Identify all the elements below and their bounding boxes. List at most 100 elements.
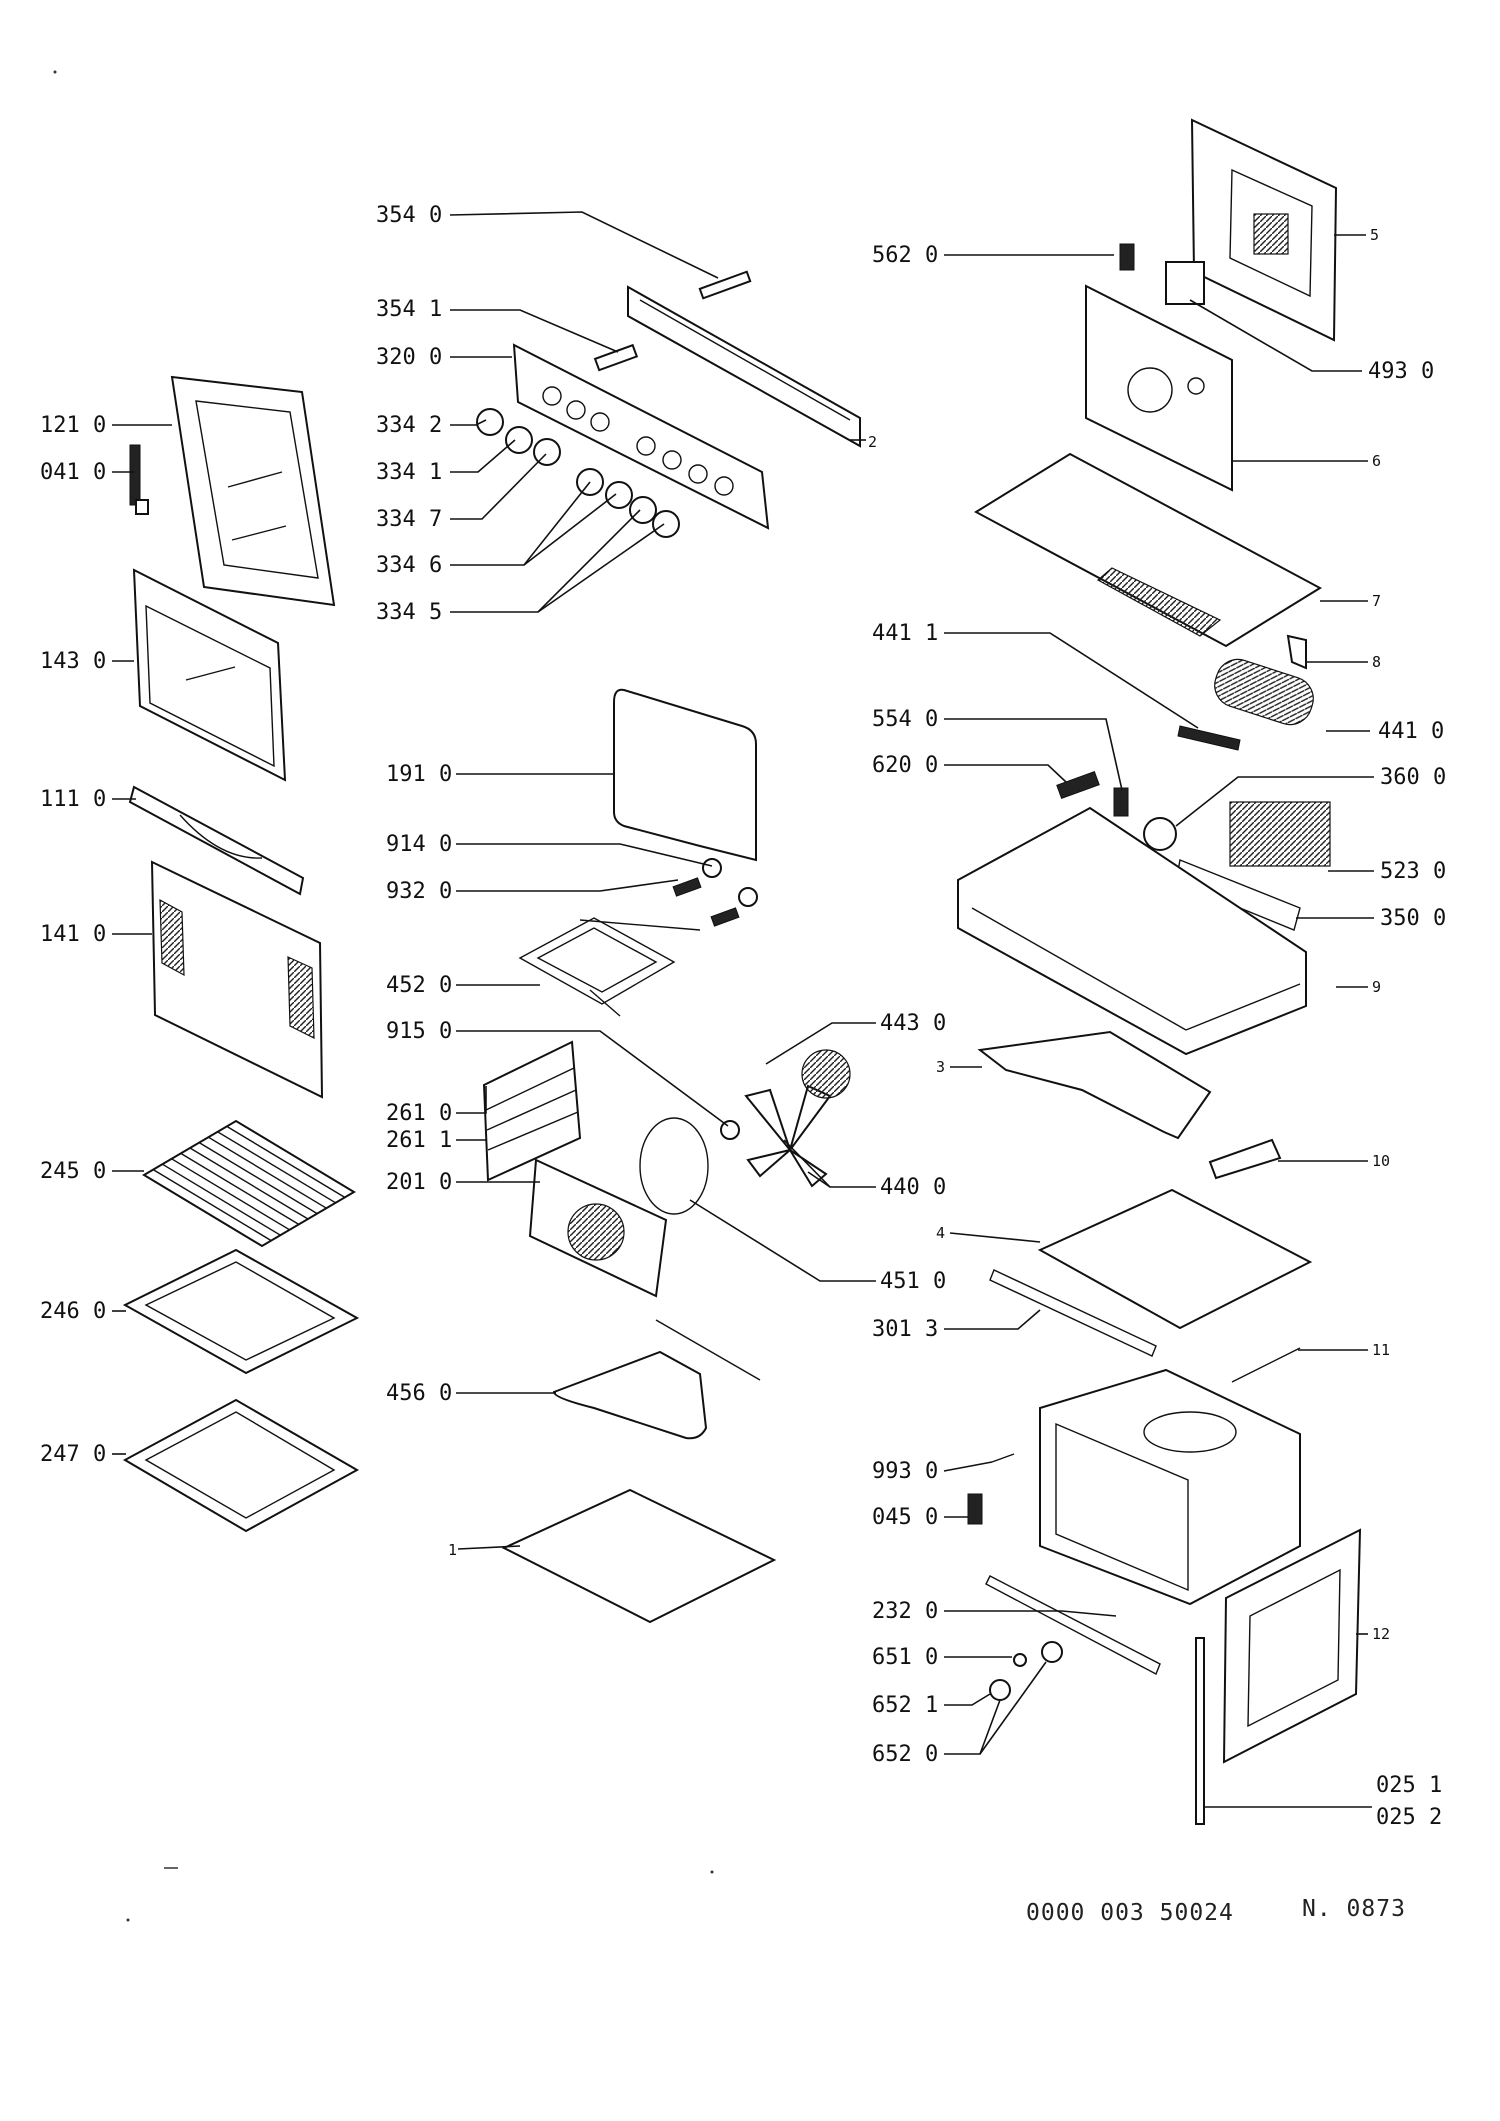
lamp-cover: [702, 858, 758, 907]
leader-line: [450, 453, 547, 520]
part-code-label: 141 0: [40, 922, 106, 947]
assembly-number-label: 10: [1372, 1152, 1390, 1170]
leader-line: [807, 1171, 831, 1188]
part-code-label: 334 2: [376, 413, 442, 438]
part-code-label: 440 0: [880, 1175, 946, 1200]
oven-door-outer: [150, 860, 324, 1099]
leader-line: [449, 211, 719, 279]
leader-line: [1175, 776, 1374, 827]
part-code-label: 245 0: [40, 1159, 106, 1184]
selector-knob-spindle: [593, 343, 639, 372]
rail: [989, 1269, 1157, 1357]
assembly-number-label: 6: [1372, 452, 1381, 470]
bottom-heating-element: [552, 1319, 761, 1440]
part-code-label: 025 2: [1376, 1805, 1442, 1830]
assembly-number-label: 3: [936, 1058, 945, 1076]
part-code-label: 246 0: [40, 1299, 106, 1324]
thermal-cutout: [1056, 770, 1100, 800]
part-code-label: 334 1: [376, 460, 442, 485]
assembly-number-label: 5: [1370, 226, 1379, 244]
bottom-panel: [501, 1488, 777, 1624]
part-code-label: 334 6: [376, 553, 442, 578]
door-hinge-strip: [1195, 1637, 1205, 1825]
part-code-label: 554 0: [872, 707, 938, 732]
leader-line: [944, 1693, 991, 1706]
top-cover: [973, 452, 1323, 648]
oven-door-inner-frame: [170, 375, 336, 607]
fan-motor-shaft: [720, 1120, 740, 1140]
sheet-number: N. 0873: [1302, 1896, 1406, 1922]
oven-door-seal: [613, 688, 757, 862]
leader-line: [944, 764, 1067, 783]
bracket: [1286, 634, 1307, 670]
part-code-label: 441 1: [872, 621, 938, 646]
part-code-label: 261 0: [386, 1101, 452, 1126]
roasting-pan: [122, 1398, 360, 1533]
lamp-socket: [967, 1493, 983, 1525]
leader-line: [949, 1232, 1041, 1243]
side-rack: [482, 1040, 582, 1182]
assembly-number-label: 12: [1372, 1625, 1390, 1643]
part-code-label: 334 7: [376, 507, 442, 532]
part-code-label: 441 0: [1378, 719, 1444, 744]
side-panel: [1222, 1528, 1362, 1764]
part-code-label: 121 0: [40, 413, 106, 438]
leader-line: [457, 1545, 521, 1550]
rear-panel: [1190, 118, 1338, 342]
part-code-label: 652 0: [872, 1742, 938, 1767]
leader-line: [456, 879, 679, 892]
switch: [1113, 787, 1129, 817]
oven-cavity: [1039, 1368, 1301, 1606]
part-code-label: 261 1: [386, 1128, 452, 1153]
part-code-label: 232 0: [872, 1599, 938, 1624]
part-code-label: 915 0: [386, 1019, 452, 1044]
wire-shelf: [142, 1119, 356, 1248]
assembly-number-label: 4: [936, 1224, 945, 1242]
part-code-label: 350 0: [1380, 906, 1446, 931]
part-code-label: 334 5: [376, 600, 442, 625]
control-panel-fascia: [512, 343, 770, 530]
oven-lamp: [989, 1641, 1063, 1701]
part-code-label: 651 0: [872, 1645, 938, 1670]
part-code-label: 932 0: [386, 879, 452, 904]
part-code-label: 523 0: [1380, 859, 1446, 884]
rear-fan-panel: [1085, 284, 1233, 492]
part-code-label: 320 0: [376, 345, 442, 370]
leader-line: [450, 481, 591, 566]
part-code-label: 301 3: [872, 1317, 938, 1342]
part-code-label: 143 0: [40, 649, 106, 674]
terminal-block: [1165, 261, 1205, 305]
leader-line: [537, 523, 665, 613]
leader-line: [523, 493, 617, 566]
leader-line: [944, 1610, 1117, 1617]
part-code-label: 914 0: [386, 832, 452, 857]
baking-tray: [122, 1248, 360, 1375]
leader-lines: [112, 211, 1374, 1808]
part-code-label: 456 0: [386, 1381, 452, 1406]
leader-line: [450, 419, 487, 426]
assembly-number-label: 7: [1372, 592, 1381, 610]
part-code-label: 025 1: [1376, 1773, 1442, 1798]
leader-line: [944, 718, 1123, 791]
part-code-label: 045 0: [872, 1505, 938, 1530]
base-plate: [1037, 1188, 1313, 1330]
assembly-number-label: 9: [1372, 978, 1381, 996]
part-code-label: 451 0: [880, 1269, 946, 1294]
fan-motor: [801, 1049, 851, 1099]
circular-heating-element: [639, 1117, 709, 1215]
door-handle: [128, 785, 305, 896]
leader-line: [450, 439, 516, 473]
part-code-label: 041 0: [40, 460, 106, 485]
part-code-label: 360 0: [1380, 765, 1446, 790]
heat-shield: [977, 1030, 1212, 1140]
leader-line: [456, 843, 713, 867]
fan-cover: [528, 1158, 668, 1298]
part-code-label: 993 0: [872, 1459, 938, 1484]
assembly-number-label: 1: [448, 1541, 457, 1559]
part-code-label: 191 0: [386, 762, 452, 787]
part-code-label: 111 0: [40, 787, 106, 812]
assembly-number-label: 2: [868, 433, 877, 451]
rod: [1231, 1347, 1301, 1383]
fan-connector: [1177, 725, 1241, 751]
